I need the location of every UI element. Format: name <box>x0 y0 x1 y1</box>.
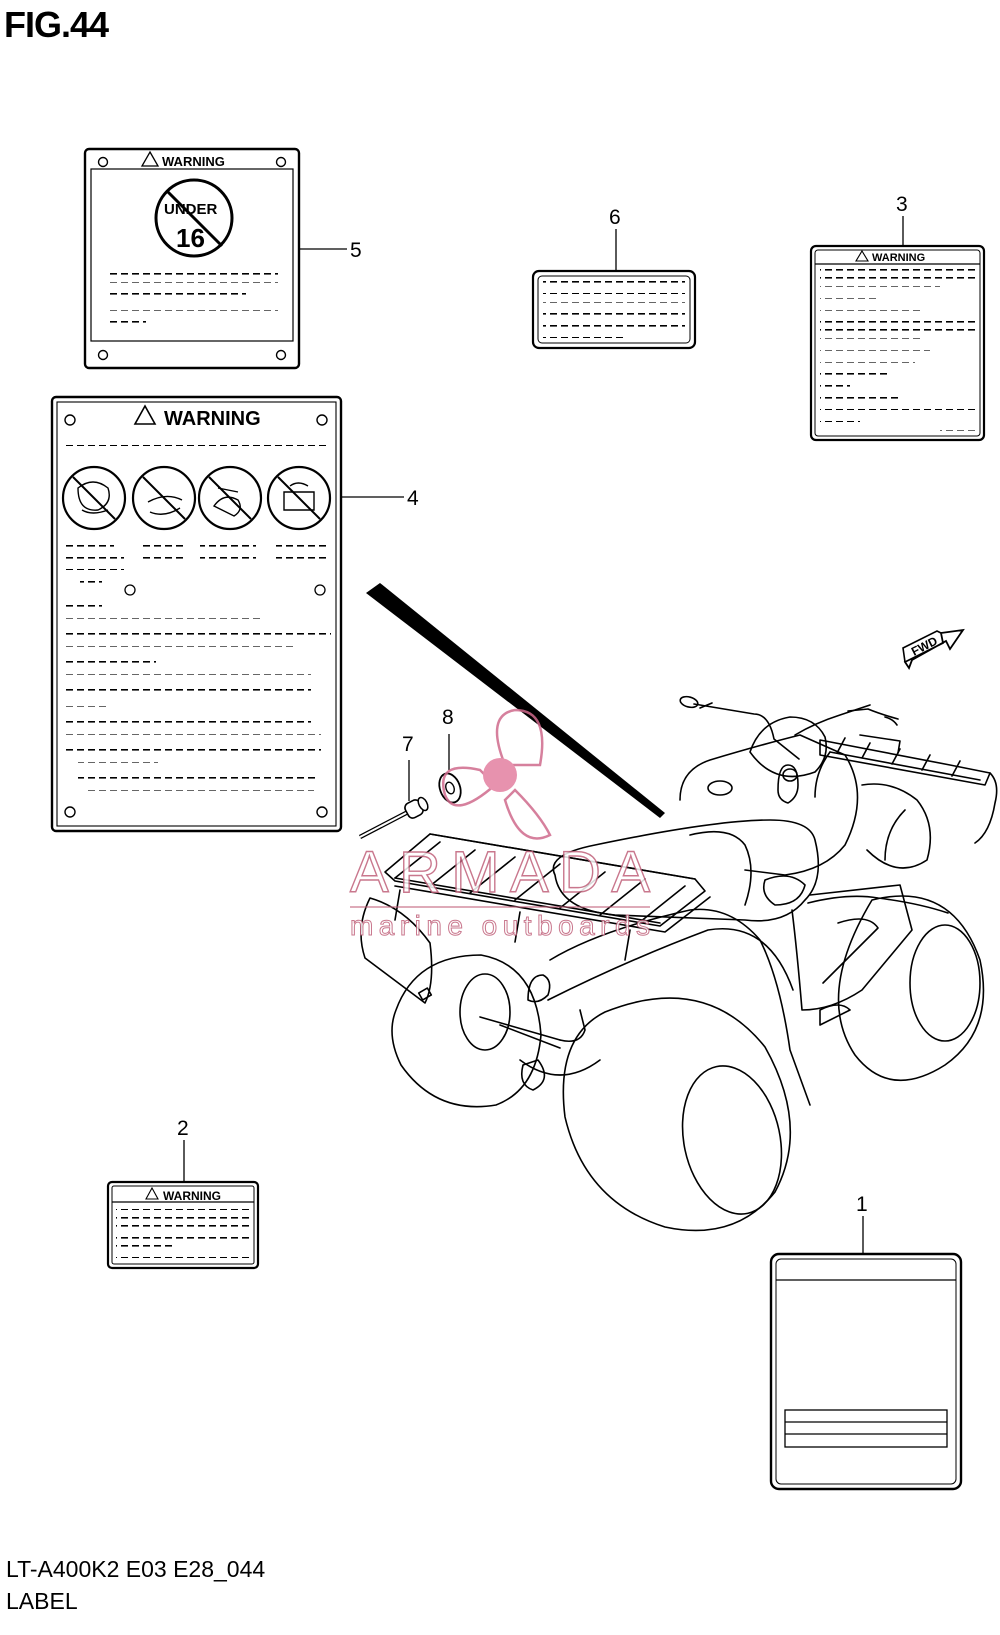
label-3-warning[interactable]: WARNING <box>809 216 986 442</box>
watermark-tagline: marine outboards <box>350 910 650 941</box>
fwd-text: FWD <box>909 634 940 659</box>
model-code: LT-A400K2 E03 E28_044 <box>6 1556 266 1582</box>
no-entry-icon <box>154 178 234 258</box>
callout-1: 1 <box>856 1193 868 1216</box>
label-6-sticker[interactable] <box>531 229 697 350</box>
part-7-rivet[interactable] <box>358 760 430 839</box>
callout-2: 2 <box>177 1117 189 1140</box>
warning-triangle-icon <box>133 404 157 425</box>
label-1-information[interactable] <box>769 1216 963 1491</box>
atv-vehicle-drawing <box>360 695 998 1232</box>
label-5-warning-text: WARNING <box>162 154 225 169</box>
section-name: LABEL <box>6 1588 78 1614</box>
label-2-warning[interactable]: WARNING <box>106 1140 260 1270</box>
figure-title: FIG.44 <box>4 4 109 45</box>
armada-watermark: ARMADA marine outboards <box>349 708 651 942</box>
label-5-under-text: UNDER <box>164 201 218 218</box>
callout-3: 3 <box>896 193 908 216</box>
callout-7: 7 <box>402 733 414 756</box>
callout-8: 8 <box>442 706 454 729</box>
warning-triangle-icon <box>140 150 160 167</box>
warning-triangle-icon <box>855 249 869 262</box>
fwd-arrow-icon: FWD <box>902 628 965 670</box>
label-4-main-warning[interactable]: WARNING <box>50 395 404 833</box>
label-2-warning-text: WARNING <box>163 1189 221 1203</box>
pointer-wedge <box>366 583 665 818</box>
label-3-warning-text: WARNING <box>872 252 925 264</box>
warning-triangle-icon <box>145 1186 159 1200</box>
label-5-under16-warning[interactable]: WARNING UNDER 16 <box>83 147 347 370</box>
label-4-warning-text: WARNING <box>164 408 261 430</box>
callout-5: 5 <box>350 239 362 262</box>
callout-6: 6 <box>609 206 621 229</box>
label-5-age-text: 16 <box>176 223 205 253</box>
callout-4: 4 <box>407 487 419 510</box>
